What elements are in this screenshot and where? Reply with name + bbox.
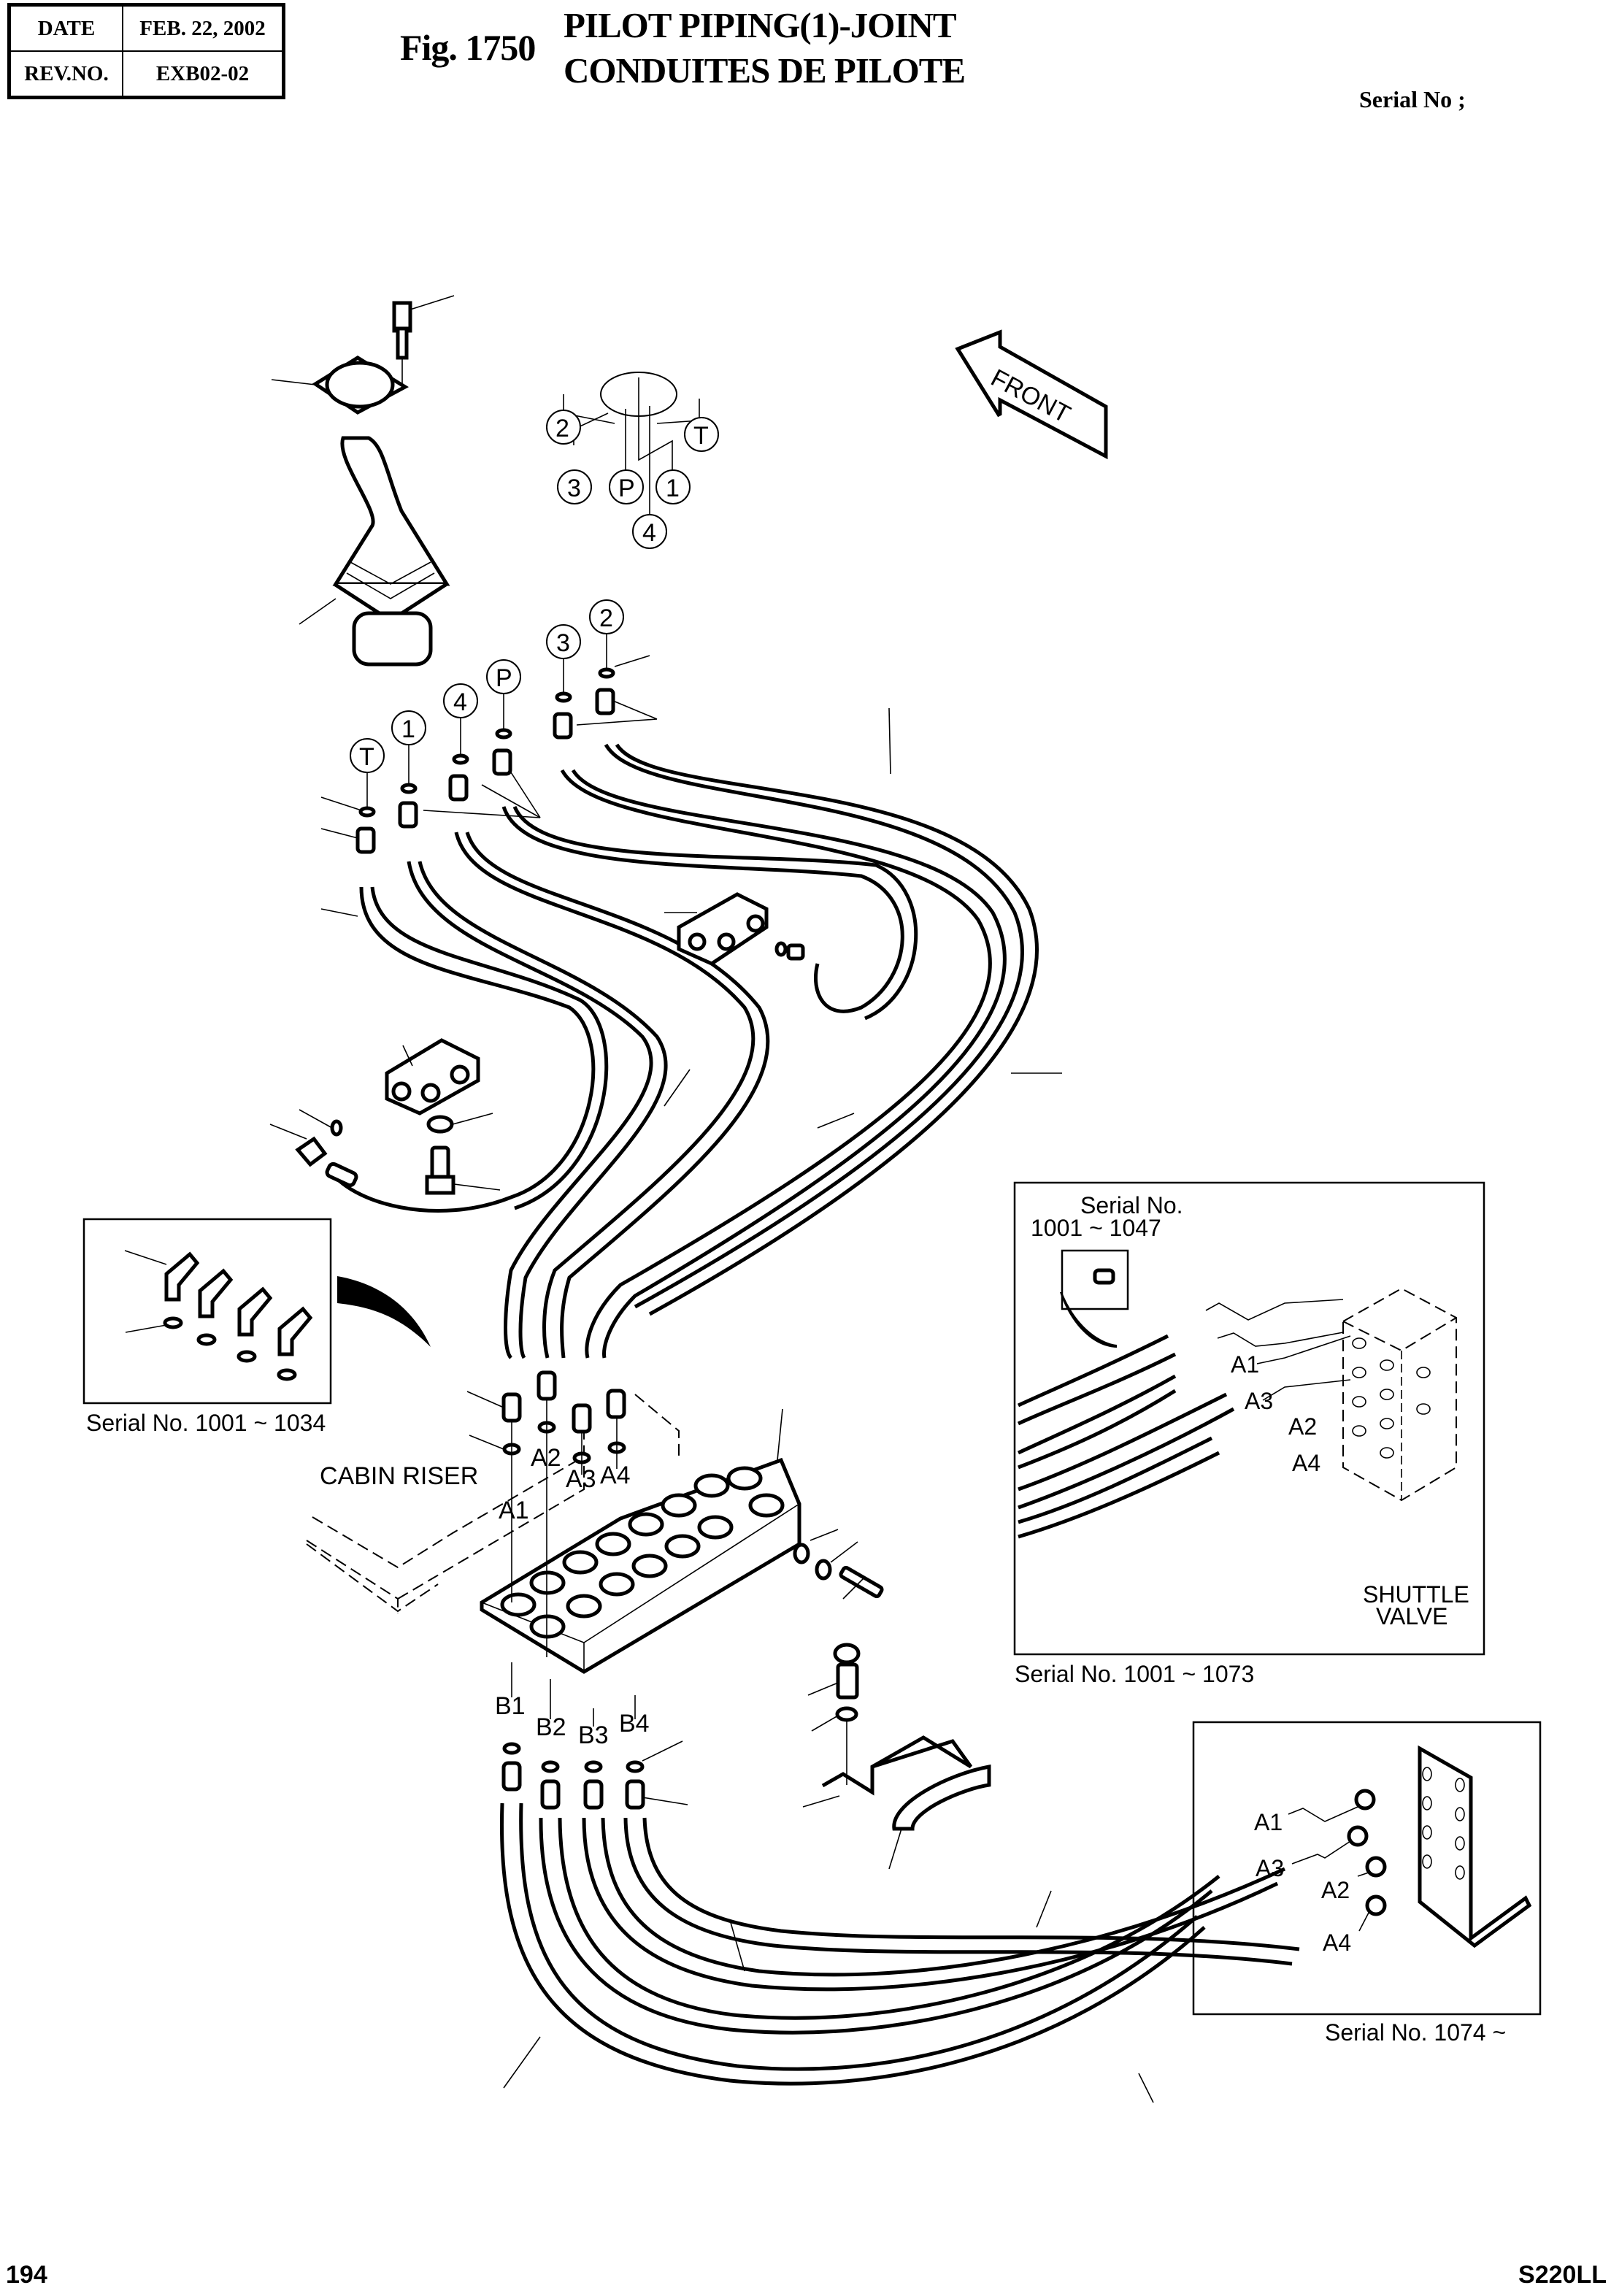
inlet-label-a3: A3 [566,1465,596,1493]
rev-label: REV.NO. [8,50,123,99]
shuttle-valve-label-2: VALVE [1376,1603,1447,1629]
port-callout-P: P [618,475,635,502]
bracket-inset-caption: Serial No. 1074 ~ [1325,2019,1506,2046]
model-number: S220LL [1518,2261,1607,2289]
joystick-port-schematic: 2 T 3 P 1 4 [546,372,719,549]
cabin-riser-label: CABIN RISER [320,1462,478,1490]
shuttle-hoses [1017,1334,1235,1539]
manifold-outlet-fittings: B1 B2 B3 B4 [495,1662,688,1810]
shuttle-valve-label-1: SHUTTLE [1363,1581,1469,1608]
pilot-hoses-upper [320,655,1062,1359]
port-callout-2: 2 [555,415,569,442]
inlet-label-a2: A2 [531,1444,561,1472]
revision-table: DATE FEB. 22, 2002 REV.NO. EXB02-02 [7,3,285,99]
joystick-bolt [392,295,455,383]
shuttle-inset-caption: Serial No. 1001 ~ 1073 [1015,1661,1254,1687]
shuttle-port-a3: A3 [1245,1388,1273,1414]
distribution-manifold [480,1408,884,1674]
elbow-fittings [124,1250,313,1381]
shuttle-valve-body [1342,1287,1457,1502]
date-label: DATE [8,4,123,52]
joystick-lever [299,436,450,667]
fitting-callout-3: 3 [556,629,570,657]
port-callout-3: 3 [567,475,581,502]
outlet-label-b3: B3 [578,1721,609,1749]
port-callout-T: T [693,422,709,450]
inset-pointer-arrow [337,1276,431,1347]
outlet-label-b4: B4 [619,1710,650,1738]
fitting-port-callouts: T 1 4 P 3 2 [350,599,624,807]
inset-shuttle-valve: Serial No. 1001 ~ 1047 A1 A3 A2 A4 [1013,1181,1485,1656]
fitting-callout-T: T [359,743,374,771]
title-english: PILOT PIPING(1)-JOINT [564,5,957,45]
bracket-port-a4: A4 [1323,1930,1351,1956]
date-value: FEB. 22, 2002 [122,4,285,52]
port-block-lower [269,1038,501,1195]
pilot-fittings [355,667,615,854]
hose-clamp-bracket [802,1643,991,1870]
port-block-upper [664,892,805,966]
serial-number-label: Serial No ; [1359,86,1466,112]
figure-number: Fig. 1750 [400,27,536,68]
shuttle-port-a2: A2 [1288,1413,1317,1440]
joystick-gasket [271,356,410,415]
bracket-port-a3: A3 [1256,1855,1284,1881]
port-callout-1: 1 [666,475,680,502]
fitting-callout-2: 2 [599,604,613,632]
fitting-callout-P: P [496,664,512,692]
port-callout-4: 4 [642,519,656,547]
inlet-label-a4: A4 [600,1462,631,1489]
outlet-label-b2: B2 [536,1713,566,1741]
mounting-bracket [1418,1745,1532,1948]
manifold-inlet-fittings: A1 A2 A3 A4 [466,1370,631,1657]
inset-elbow-fittings: Serial No. 1001 ~ 1034 [82,1218,332,1436]
inlet-label-a1: A1 [499,1497,529,1524]
bracket-port-a2: A2 [1321,1877,1350,1903]
title-french: CONDUITES DE PILOTE [564,50,966,91]
shuttle-port-a4: A4 [1292,1450,1320,1476]
inset-left-caption: Serial No. 1001 ~ 1034 [86,1410,326,1436]
shuttle-sub-inset [1061,1249,1129,1310]
cabin-riser: CABIN RISER [306,1394,680,1613]
inset-bracket: A1 A3 A2 A4 [1192,1721,1542,2016]
rev-value: EXB02-02 [122,50,285,99]
outlet-label-b1: B1 [495,1692,526,1720]
pilot-hoses-lower [499,1802,1300,2103]
front-arrow-icon: FRONT [955,329,1108,460]
bracket-port-a1: A1 [1254,1809,1283,1835]
shuttle-sub-caption-1: Serial No. [1080,1192,1183,1218]
fitting-callout-1: 1 [401,715,415,743]
fitting-callout-4: 4 [453,688,467,716]
shuttle-sub-caption-2: 1001 ~ 1047 [1031,1215,1161,1241]
page-number: 194 [6,2261,47,2289]
shuttle-port-a1: A1 [1231,1351,1259,1378]
manifold-ports [500,1466,785,1639]
